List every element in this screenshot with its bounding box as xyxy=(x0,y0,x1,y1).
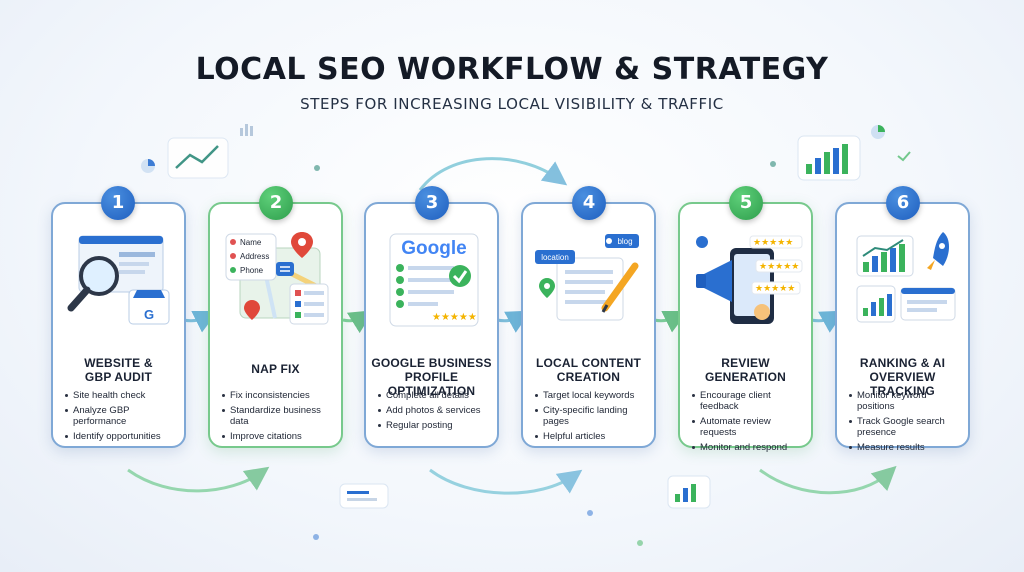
floating-bars-bottom xyxy=(667,475,711,509)
step-bullets: Target local keywords City-specific land… xyxy=(535,390,648,446)
page-subtitle: STEPS FOR INCREASING LOCAL VISIBILITY & … xyxy=(300,95,724,113)
list-item: City-specific landing pages xyxy=(535,405,648,427)
step-number-badge: 3 xyxy=(415,186,449,220)
map-pin-icon: Name Address Phone xyxy=(225,232,329,325)
list-item: Identify opportunities xyxy=(65,431,178,442)
step-number-badge: 5 xyxy=(729,186,763,220)
step-title: GOOGLE BUSINESS PROFILE OPTIMIZATION xyxy=(371,356,492,398)
list-item: Standardize business data xyxy=(222,405,335,427)
svg-text:★★★★★: ★★★★★ xyxy=(432,312,477,323)
floating-bars-small xyxy=(240,124,253,136)
step-card-3: Google ★★★★★ GOOGLE BUSINESS PROFILE OPT… xyxy=(364,202,499,448)
list-item: Add photos & services xyxy=(378,405,491,416)
floating-bar-chart-right xyxy=(797,135,861,181)
step-title: REVIEW GENERATION xyxy=(704,356,787,384)
location-tag: location xyxy=(541,253,569,262)
step-number-badge: 4 xyxy=(572,186,606,220)
illustration-g-text: G xyxy=(144,307,154,322)
step-number-badge: 1 xyxy=(101,186,135,220)
arc-bottom-left xyxy=(127,466,270,493)
megaphone-stars-icon: ★★★★★ ★★★★★ ★★★★★ xyxy=(696,235,803,324)
document-pencil-icon: location blog xyxy=(535,234,639,321)
arrow-1-2 xyxy=(182,310,219,333)
list-item: Site health check xyxy=(65,390,178,401)
google-logo-text: Google xyxy=(401,238,466,259)
list-item: Complete all details xyxy=(378,390,491,401)
illustration-phone-label: Phone xyxy=(240,266,264,275)
google-checklist-icon: Google ★★★★★ xyxy=(389,233,479,327)
arc-bottom-mid xyxy=(429,468,583,495)
list-item: Encourage client feedback xyxy=(692,390,805,412)
arrow-4-5 xyxy=(653,310,689,333)
list-item: Automate review requests xyxy=(692,416,805,438)
step-card-5: ★★★★★ ★★★★★ ★★★★★ REVIEW GENERATION Enco… xyxy=(678,202,813,453)
magnifier-store-icon: G xyxy=(67,235,170,325)
page-title: LOCAL SEO WORKFLOW & STRATEGY xyxy=(195,52,829,87)
list-item: Measure results xyxy=(849,442,962,453)
svg-text:★★★★★: ★★★★★ xyxy=(755,283,795,293)
floating-card-bottom xyxy=(339,483,389,509)
floating-check xyxy=(897,151,911,162)
blog-tag: blog xyxy=(617,237,632,246)
arrow-3-4 xyxy=(496,310,531,333)
floating-pie-right xyxy=(871,125,885,139)
arc-top xyxy=(418,157,568,191)
list-item: Fix inconsistencies xyxy=(222,390,335,401)
step-number-badge: 2 xyxy=(259,186,293,220)
step-bullets: Monitor keyword positions Track Google s… xyxy=(849,390,962,457)
svg-text:★★★★★: ★★★★★ xyxy=(753,237,793,247)
list-item: Improve citations xyxy=(222,431,335,442)
step-bullets: Encourage client feedback Automate revie… xyxy=(692,390,805,457)
step-title: RANKING & AI OVERVIEW TRACKING xyxy=(859,356,946,398)
illustration-name-label: Name xyxy=(240,238,262,247)
list-item: Target local keywords xyxy=(535,390,648,401)
list-item: Monitor and respond xyxy=(692,442,805,453)
step-title: NAP FIX xyxy=(251,362,300,376)
arrow-2-3 xyxy=(342,310,374,334)
floating-pie xyxy=(141,159,155,173)
list-item: Monitor keyword positions xyxy=(849,390,962,412)
step-card-2: Name Address Phone NAP FIX Fix inconsist… xyxy=(208,202,343,448)
svg-text:★★★★★: ★★★★★ xyxy=(759,261,799,271)
step-title: WEBSITE & GBP AUDIT xyxy=(84,356,153,384)
list-item: Track Google search presence xyxy=(849,416,962,438)
step-bullets: Fix inconsistencies Standardize business… xyxy=(222,390,335,446)
rocket-chart-icon xyxy=(856,232,956,323)
step-card-1: G WEBSITE & GBP AUDIT Site health check … xyxy=(51,202,186,448)
step-bullets: Site health check Analyze GBP performanc… xyxy=(65,390,178,446)
step-bullets: Complete all details Add photos & servic… xyxy=(378,390,491,435)
step-card-6: RANKING & AI OVERVIEW TRACKING Monitor k… xyxy=(835,202,970,453)
step-title: LOCAL CONTENT CREATION xyxy=(535,356,642,384)
list-item: Regular posting xyxy=(378,420,491,431)
step-card-4: location blog LOCAL CONTENT CREATION Tar… xyxy=(521,202,656,448)
arc-bottom-right xyxy=(759,465,897,495)
step-number-badge: 6 xyxy=(886,186,920,220)
list-item: Helpful articles xyxy=(535,431,648,442)
arrow-5-6 xyxy=(810,310,845,333)
floating-line-chart xyxy=(167,137,229,179)
illustration-address-label: Address xyxy=(240,252,269,261)
list-item: Analyze GBP performance xyxy=(65,405,178,427)
